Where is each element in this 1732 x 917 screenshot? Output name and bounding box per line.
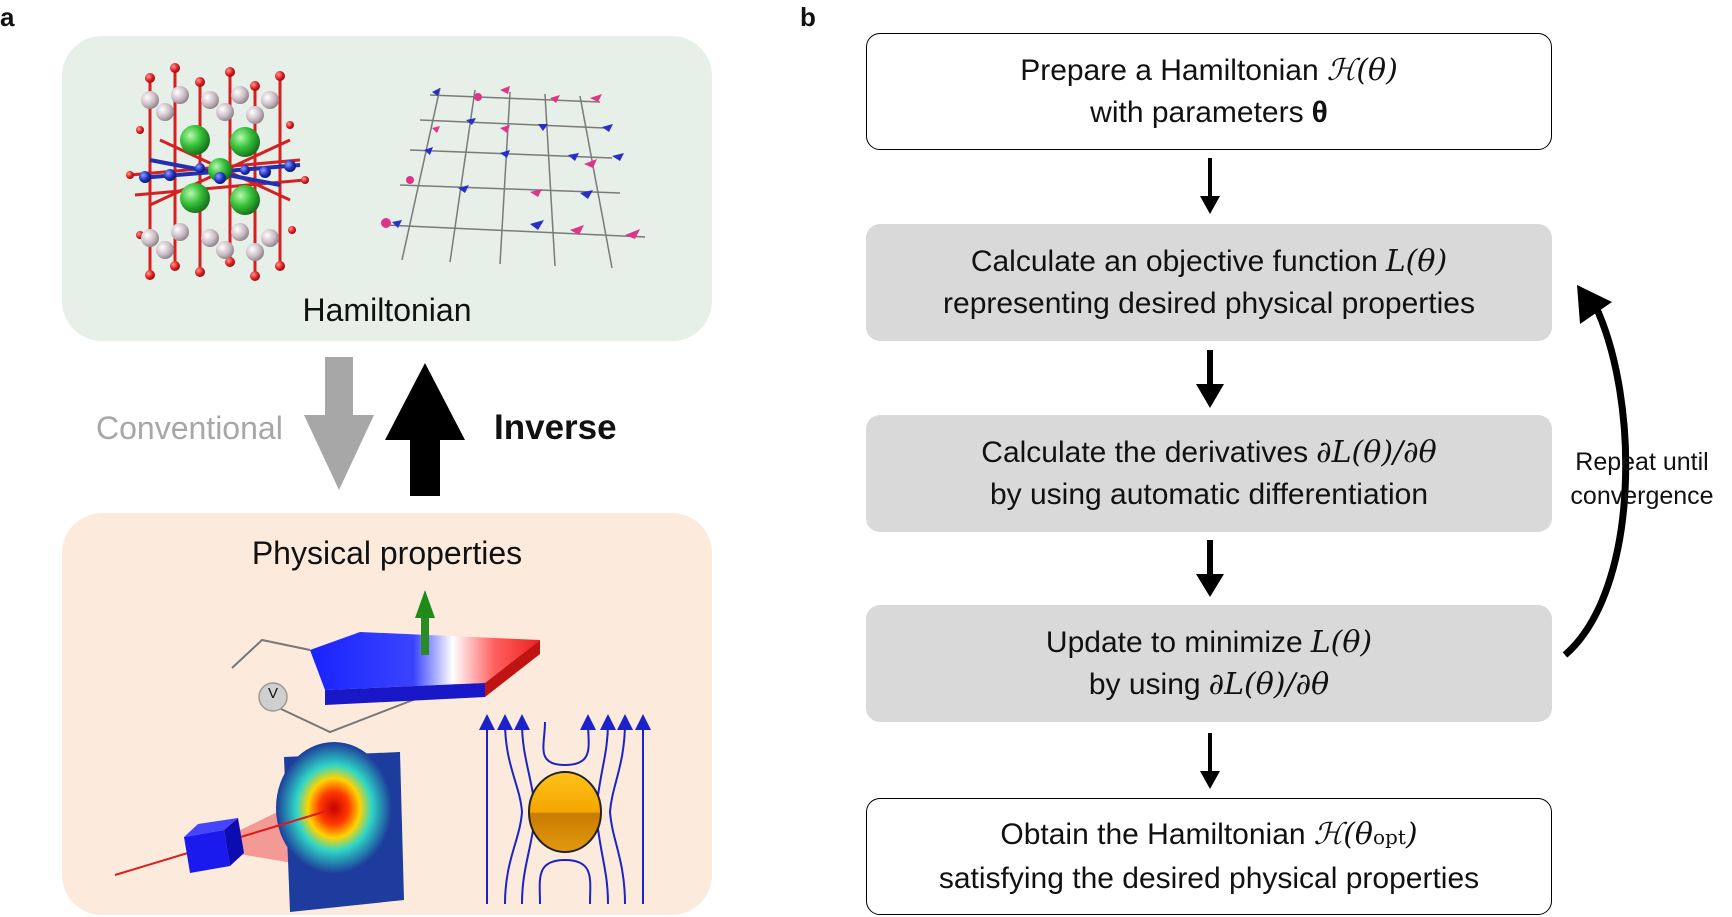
superconductor-sphere-image bbox=[528, 771, 602, 853]
repeat-label-line1: Repeat until bbox=[1575, 448, 1709, 476]
hamiltonian-label: Hamiltonian bbox=[302, 292, 472, 328]
step1-line1-math: ℋ(θ) bbox=[1326, 52, 1398, 88]
step3-line1-math: ∂L(θ)/∂θ bbox=[1316, 434, 1437, 470]
step5-line2: satisfying the desired physical properti… bbox=[938, 861, 1480, 895]
hamiltonian-box bbox=[62, 36, 712, 341]
crystal-structure-image bbox=[126, 63, 309, 281]
conventional-arrow bbox=[304, 357, 374, 490]
flow-arrows bbox=[1196, 158, 1224, 789]
conventional-label: Conventional bbox=[96, 410, 283, 446]
step5-line1-close: ) bbox=[1405, 816, 1418, 852]
step5-line1: Obtain the Hamiltonian bbox=[1000, 817, 1306, 851]
step2-line1: Calculate an objective function bbox=[970, 244, 1378, 278]
step3-line2: by using automatic differentiation bbox=[989, 477, 1429, 511]
step2-line2: representing desired physical properties bbox=[943, 286, 1475, 320]
inverse-arrow bbox=[385, 363, 465, 496]
panel-letter-a: a bbox=[0, 2, 15, 32]
repeat-label: Repeat until convergence bbox=[1552, 445, 1732, 513]
step1-line2-math: θ bbox=[1311, 95, 1328, 129]
step4-line2: by using bbox=[1088, 667, 1201, 701]
spin-transport-image bbox=[231, 590, 540, 734]
repeat-loop-arrow bbox=[1562, 303, 1630, 658]
scattering-image bbox=[114, 742, 404, 912]
step1-line1: Prepare a Hamiltonian bbox=[1020, 53, 1319, 87]
step5-line1-sub: opt bbox=[1372, 824, 1406, 849]
inverse-label: Inverse bbox=[494, 408, 617, 447]
step4-line1-math: L(θ) bbox=[1310, 624, 1373, 660]
step-calculate-derivatives: Calculate the derivatives∂L(θ)/∂θ by usi… bbox=[866, 415, 1552, 532]
step1-line2: with parameters bbox=[1090, 95, 1304, 129]
step4-line1: Update to minimize bbox=[1045, 625, 1303, 659]
repeat-label-line2: convergence bbox=[1570, 482, 1714, 510]
step2-line1-math: L(θ) bbox=[1385, 243, 1448, 279]
step5-line1-math: ℋ(θ bbox=[1313, 816, 1373, 852]
step3-line1: Calculate the derivatives bbox=[981, 435, 1309, 469]
physical-properties-label: Physical properties bbox=[251, 535, 523, 571]
step4-line2-math: ∂L(θ)/∂θ bbox=[1208, 666, 1330, 702]
voltmeter-label: V bbox=[267, 685, 278, 702]
panel-letter-b: b bbox=[800, 2, 816, 32]
spin-lattice-image bbox=[381, 86, 646, 269]
repeat-loop-arrowhead bbox=[1577, 285, 1612, 324]
